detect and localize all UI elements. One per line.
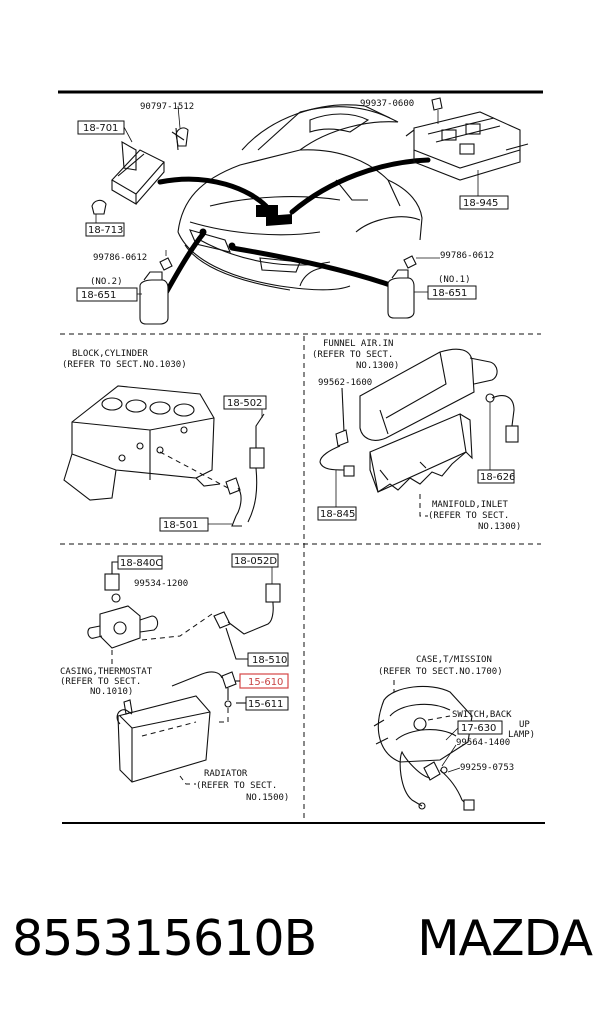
note-case-2: (REFER TO SECT.NO.1700) [378,667,503,677]
fastener-99786-right: 99786-0612 [440,251,494,261]
svg-text:18-651: 18-651 [81,290,116,301]
radiator [116,695,211,783]
footer: 855315610B MAZDA [12,903,593,973]
svg-text:18-510: 18-510 [252,655,287,666]
callout-18701[interactable]: 18-701 [77,120,125,135]
svg-text:18-626: 18-626 [480,472,515,483]
sensor-18626 [485,393,519,443]
fastener-99259: 99259-0753 [460,763,514,773]
callout-18052d[interactable]: 18-052D [231,553,279,568]
svg-text:18-651: 18-651 [432,288,467,299]
svg-text:18-501: 18-501 [163,520,198,531]
note-casing-2: (REFER TO SECT. [60,677,141,687]
svg-text:17-630: 17-630 [461,723,496,734]
fastener-90797: 90797-1512 [140,102,194,112]
car-illustration [177,104,423,291]
manifold-inlet [369,413,473,493]
callout-18840c[interactable]: 18-840C [117,555,163,570]
note-casing-3: NO.1010) [90,687,133,697]
note-funnel-3: NO.1300) [356,361,399,371]
callout-17630[interactable]: 17-630 [457,720,503,735]
parts-diagram: 90797-1512 99937-0600 99786-0612 99786-0… [58,90,545,824]
switch-17630 [399,750,475,811]
callout-18945[interactable]: 18-945 [459,195,509,210]
thermostat-casing [87,605,159,649]
callout-18713[interactable]: 18-713 [85,222,125,237]
note-switch-1: SWITCH,BACK [452,710,512,720]
fastener-99562: 99562-1600 [318,378,372,388]
note-no2: (NO.2) [90,277,123,287]
relay-no2 [139,250,173,325]
sensor-manifold [319,429,355,477]
svg-text:18-713: 18-713 [88,225,123,236]
svg-text:15-610: 15-610 [248,677,283,688]
svg-text:18-845: 18-845 [320,509,355,520]
svg-text:18-840C: 18-840C [120,558,162,569]
callout-18845[interactable]: 18-845 [317,506,357,521]
note-no1: (NO.1) [438,275,471,285]
connector-18502 [247,413,265,523]
leader-18945 [289,157,431,215]
note-manifold-3: NO.1300) [478,522,521,532]
svg-text:18-701: 18-701 [83,123,118,134]
note-block-cylinder: BLOCK,CYLINDER [72,349,148,359]
brand-name: MAZDA [417,909,593,967]
fastener-99534: 99534-1200 [134,579,188,589]
svg-text:18-945: 18-945 [463,198,498,209]
note-switch-3: LAMP) [508,730,535,740]
bracket-18701 [111,127,185,205]
note-funnel-1: FUNNEL AIR.IN [323,339,393,349]
relay-no1 [387,255,440,319]
note-radiator-3: NO.1500) [246,793,289,803]
cylinder-block [63,385,221,501]
note-casing-1: CASING,THERMOSTAT [60,667,153,677]
note-manifold-2: (REFER TO SECT. [428,511,509,521]
svg-text:15-611: 15-611 [248,699,283,710]
svg-text:18-502: 18-502 [227,398,262,409]
note-case-1: CASE,T/MISSION [416,655,492,665]
transmission-case [373,685,473,763]
bracket-18945 [405,97,529,181]
callout-15611[interactable]: 15-611 [245,696,289,711]
sensor-18501 [225,477,242,527]
note-switch-2: UP [519,720,530,730]
note-radiator-1: RADIATOR [204,769,248,779]
callout-18651-left[interactable]: 18-651 [76,287,138,302]
note-radiator-2: (REFER TO SECT. [196,781,277,791]
note-block-refer: (REFER TO SECT.NO.1030) [62,360,187,370]
note-funnel-2: (REFER TO SECT. [312,350,393,360]
fastener-99564: 99564-1400 [456,738,510,748]
part-number: 855315610B [12,909,317,967]
sensor-15610 [171,671,237,700]
fastener-99786-left: 99786-0612 [93,253,147,263]
switch-18840c [104,573,120,591]
callout-18510[interactable]: 18-510 [247,652,289,667]
sensor-18510 [213,583,281,635]
funnel-air-in [359,348,498,441]
callout-18501[interactable]: 18-501 [159,517,209,532]
callout-18502[interactable]: 18-502 [223,395,267,410]
fastener-99937: 99937-0600 [360,99,414,109]
callout-18626[interactable]: 18-626 [477,469,515,484]
svg-text:18-052D: 18-052D [234,556,277,567]
note-manifold-1: MANIFOLD,INLET [432,500,508,510]
callout-15610[interactable]: 15-610 [239,673,289,689]
leader-18701 [157,176,269,209]
callout-18651-right[interactable]: 18-651 [427,285,477,300]
leader-no1 [229,245,393,288]
